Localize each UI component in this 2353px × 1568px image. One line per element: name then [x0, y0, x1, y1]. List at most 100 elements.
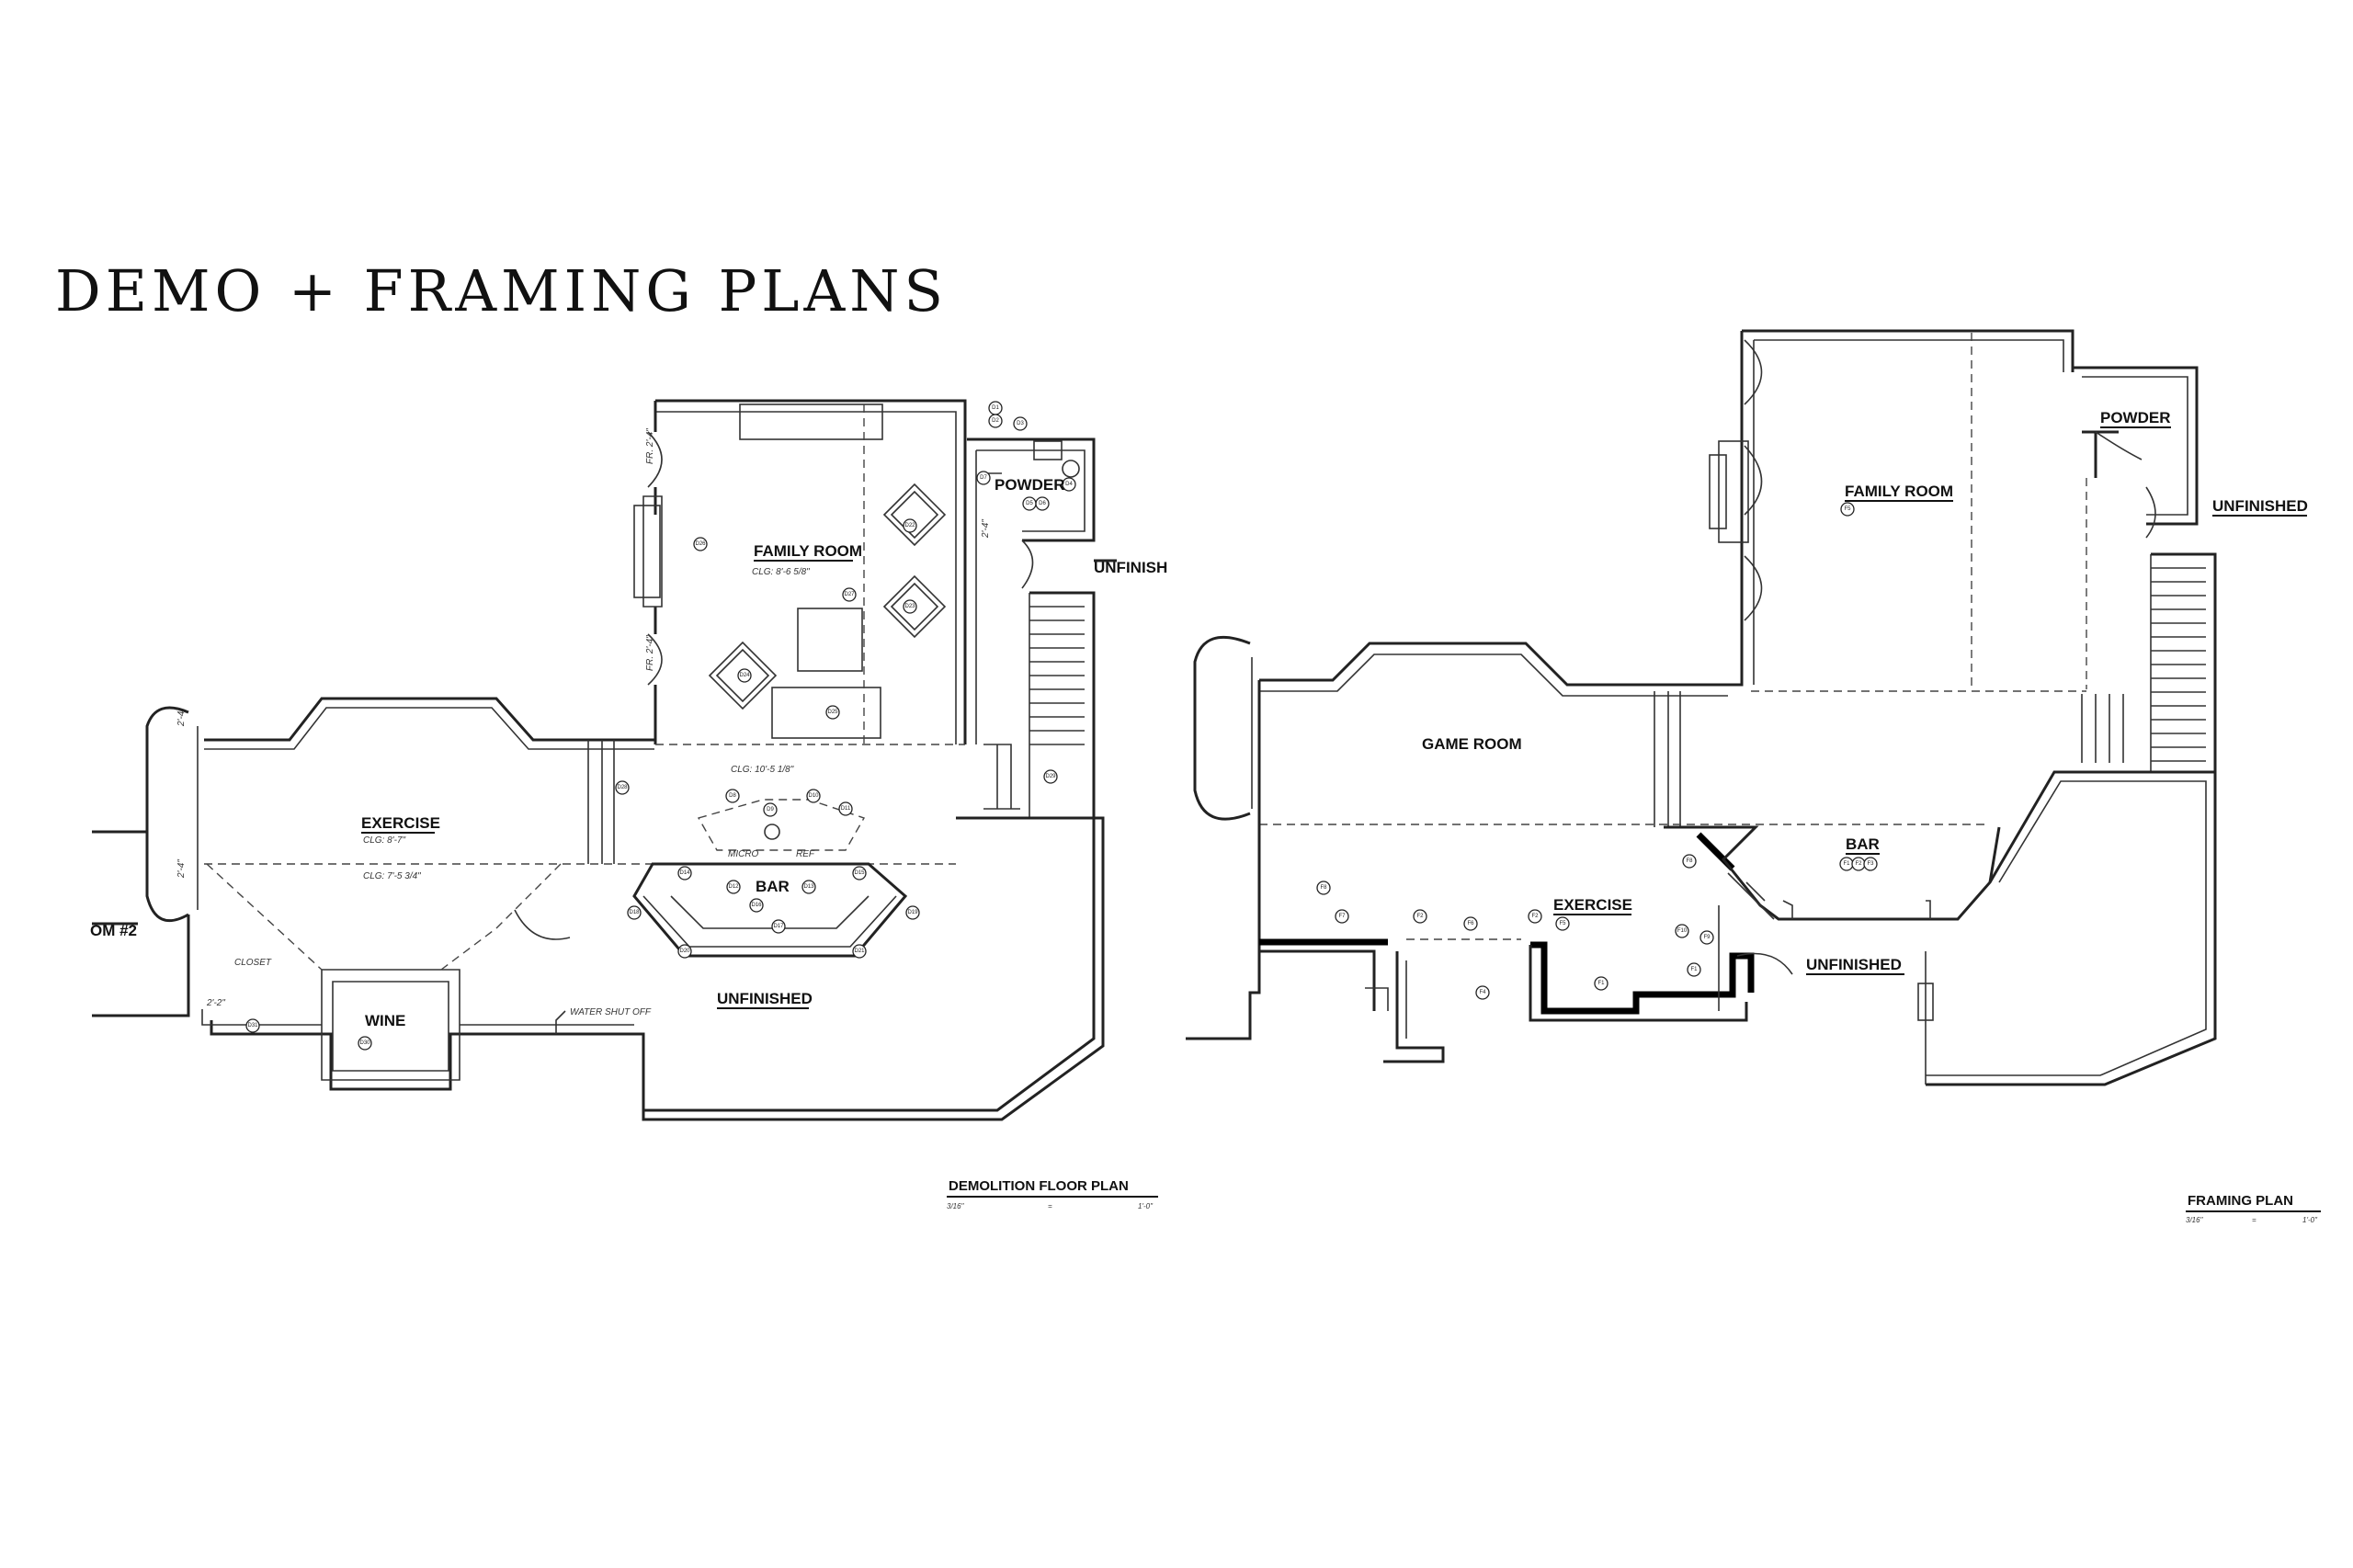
demo-tag: D5 — [1022, 496, 1037, 511]
dim-fr-bottom: FR. 2'-4" — [645, 635, 655, 671]
demo-tag: D14 — [677, 866, 692, 881]
demo-tag: D16 — [749, 898, 764, 913]
framing-room-label-unfinished: UNFINISHED — [1806, 956, 1902, 973]
dim-closet: 2'-2" — [206, 998, 225, 1008]
demolition-plan-title: DEMOLITION FLOOR PLAN — [949, 1178, 1129, 1194]
demo-tag: D31 — [245, 1018, 260, 1033]
demo-tag: D15 — [852, 866, 867, 881]
room-label-bedroom-fragment: OM #2 — [90, 922, 137, 939]
framing-tag: F7 — [1335, 909, 1349, 924]
svg-text:D23: D23 — [904, 604, 915, 609]
svg-text:F5: F5 — [1844, 506, 1851, 512]
room-label-family-room: FAMILY ROOM — [754, 542, 862, 560]
svg-text:D21: D21 — [854, 949, 865, 954]
room-label-powder: POWDER — [995, 476, 1065, 494]
svg-text:F3: F3 — [1867, 861, 1874, 867]
framing-room-label-bar: BAR — [1846, 835, 1880, 853]
demo-tag: D1 — [988, 401, 1003, 415]
framing-tags: F1 F2 F3 F5 F8 F7 F2 F6 F2 F5 F8 F10 F9 … — [1316, 502, 1878, 1000]
demo-tag: D2 — [988, 414, 1003, 428]
demo-tag: D28 — [615, 780, 630, 795]
demo-tag: D10 — [806, 789, 821, 803]
svg-text:D25: D25 — [827, 710, 838, 715]
svg-text:D29: D29 — [1045, 774, 1056, 779]
room-label-closet: CLOSET — [234, 958, 272, 968]
svg-text:F9: F9 — [1703, 935, 1711, 940]
framing-plan-title: FRAMING PLAN — [2188, 1193, 2293, 1209]
framing-room-label-game-room: GAME ROOM — [1422, 735, 1522, 753]
room-label-unfinished: UNFINISHED — [717, 990, 813, 1007]
dim-fr-top: FR. 2'-4" — [645, 428, 655, 464]
demo-tag: D21 — [852, 944, 867, 959]
demo-tag: D7 — [976, 471, 991, 485]
framing-tag: F4 — [1475, 985, 1490, 1000]
svg-text:F1: F1 — [1597, 981, 1605, 986]
framing-scale-left: 3/16" — [2186, 1216, 2204, 1224]
framing-scale-mid: = — [2252, 1216, 2256, 1224]
note-clg-main: CLG: 10'-5 1/8" — [731, 765, 794, 775]
demo-tag: D20 — [677, 944, 692, 959]
note-ref: REF — [796, 849, 815, 859]
svg-text:D11: D11 — [841, 806, 851, 812]
svg-text:D28: D28 — [617, 785, 628, 790]
framing-tag: F8 — [1316, 881, 1331, 895]
svg-text:D6: D6 — [1039, 501, 1046, 506]
note-clg-exercise-lower: CLG: 7'-5 3/4" — [363, 871, 421, 881]
svg-text:F2: F2 — [1531, 914, 1539, 919]
dim-powder: 2'-4" — [981, 519, 991, 539]
svg-text:D24: D24 — [739, 673, 750, 678]
svg-text:D15: D15 — [854, 870, 865, 876]
svg-text:F8: F8 — [1686, 858, 1693, 864]
svg-text:D22: D22 — [904, 523, 915, 528]
framing-scale-right: 1'-0" — [2302, 1216, 2318, 1224]
svg-text:F7: F7 — [1338, 914, 1346, 919]
demo-tag: D22 — [903, 518, 917, 533]
demo-tag: D13 — [801, 880, 816, 894]
svg-text:D20: D20 — [679, 949, 690, 954]
note-micro: MICRO — [728, 849, 759, 859]
demo-tag: D19 — [905, 905, 920, 920]
svg-text:D9: D9 — [767, 807, 774, 812]
framing-tag: F2 — [1413, 909, 1427, 924]
svg-text:D18: D18 — [629, 910, 640, 915]
svg-text:D14: D14 — [679, 870, 690, 876]
demo-tag: D26 — [693, 537, 708, 551]
demolition-scale-mid: = — [1048, 1202, 1052, 1210]
demo-tag: D18 — [627, 905, 642, 920]
framing-plan: F1 F2 F3 F5 F8 F7 F2 F6 F2 F5 F8 F10 F9 … — [1186, 329, 2321, 1224]
svg-text:D12: D12 — [728, 884, 739, 890]
framing-tag: F3 — [1863, 857, 1878, 871]
demo-tag: D27 — [842, 587, 857, 602]
demolition-scale-right: 1'-0" — [1138, 1202, 1154, 1210]
svg-text:F1: F1 — [1690, 967, 1698, 972]
svg-text:D19: D19 — [907, 910, 918, 915]
demo-tag: D23 — [903, 599, 917, 614]
dim-left-top: 2'-4" — [176, 708, 187, 727]
demo-tag: D4 — [1062, 477, 1076, 492]
svg-text:D7: D7 — [980, 475, 987, 481]
svg-text:F1: F1 — [1843, 861, 1850, 867]
note-water-shut-off: WATER SHUT OFF — [570, 1007, 652, 1017]
demo-tag: D3 — [1013, 416, 1028, 431]
demo-tag: D11 — [838, 801, 853, 816]
note-clg-exercise: CLG: 8'-7" — [363, 835, 405, 846]
svg-text:D16: D16 — [751, 903, 762, 908]
page-title: DEMO + FRAMING PLANS — [55, 257, 948, 324]
framing-tag: F6 — [1463, 916, 1478, 931]
framing-tag: F1 — [1687, 962, 1701, 977]
svg-text:F4: F4 — [1479, 990, 1486, 995]
svg-text:F6: F6 — [1467, 921, 1474, 926]
demo-tag: D6 — [1035, 496, 1050, 511]
demo-tag: D29 — [1043, 769, 1058, 784]
framing-tag: F10 — [1675, 924, 1689, 938]
svg-text:D8: D8 — [729, 793, 736, 799]
framing-tag: F9 — [1699, 930, 1714, 945]
room-label-bar: BAR — [756, 878, 790, 895]
framing-room-label-unfinished-top: UNFINISHED — [2212, 497, 2308, 515]
framing-room-label-family-room: FAMILY ROOM — [1845, 483, 1953, 500]
framing-tag: F1 — [1594, 976, 1608, 991]
demo-tag: D9 — [763, 802, 778, 817]
svg-text:F2: F2 — [1416, 914, 1424, 919]
framing-room-label-exercise: EXERCISE — [1553, 896, 1632, 914]
